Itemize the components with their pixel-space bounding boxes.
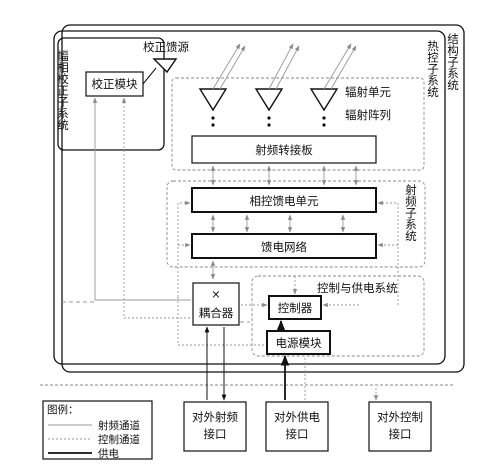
amp-phase-subsystem-label: 幅相校正子系统 (56, 50, 70, 131)
antenna-element-icon (309, 88, 339, 112)
antenna-element-1 (198, 43, 246, 112)
controller-label: 控制器 (278, 301, 313, 315)
rf-subsystem-label: 射频子系统 (404, 183, 418, 241)
radiating-array-label: 辐射阵列 (345, 108, 391, 122)
amp-phase-subsystem-frame (57, 37, 165, 151)
external-control-interface-label-1: 对外控制 (377, 410, 423, 424)
antenna-element-2 (254, 43, 300, 112)
control-power-system-label: 控制与供电系统 (317, 281, 398, 295)
coupler-mark: × (211, 287, 221, 301)
legend-control-label: 控制通道 (98, 433, 140, 446)
calibration-module-label: 校正模块 (92, 77, 138, 91)
external-rf-interface-label-2: 接口 (204, 427, 227, 441)
rf-subsystem-region (166, 180, 426, 268)
external-power-interface-label-1: 对外供电 (274, 410, 320, 424)
power-module-label: 电源模块 (276, 336, 322, 350)
structure-subsystem-frame (61, 24, 465, 373)
calibration-module-box (85, 71, 144, 97)
calibration-feed-label: 校正馈源 (143, 40, 189, 54)
coupler-box (192, 282, 240, 326)
controller-box (268, 295, 322, 320)
external-power-interface-box (265, 401, 329, 452)
coupler-label: 耦合器 (199, 306, 234, 320)
external-power-interface-label-2: 接口 (286, 427, 309, 441)
legend-rf-label: 射频通道 (98, 419, 140, 432)
power-module-box (266, 330, 331, 355)
legend-power-label: 供电 (98, 447, 119, 460)
feed-network-label: 馈电网络 (261, 240, 307, 254)
antenna-element-icon (254, 88, 284, 112)
thermal-subsystem-label: 热控子系统 (426, 40, 440, 98)
calibration-feed-icon (152, 58, 178, 74)
external-control-interface-label-2: 接口 (389, 427, 412, 441)
legend-box (42, 400, 153, 460)
rf-adapter-board-label: 射频转接板 (255, 143, 313, 157)
calibration-feed-link (142, 67, 157, 85)
rf-adapter-board-box (191, 135, 377, 164)
thermal-subsystem-frame (53, 30, 446, 365)
external-rf-interface-box (183, 401, 247, 452)
structure-subsystem-label: 结构子系统 (446, 33, 460, 91)
radiating-array-region (171, 77, 425, 171)
antenna-element-icon (198, 88, 228, 112)
radiating-unit-label: 辐射单元 (345, 85, 391, 99)
external-rf-interface-label-1: 对外射频 (192, 410, 238, 424)
feed-network-box (191, 233, 377, 259)
external-control-interface-box (368, 401, 432, 452)
phase-feed-unit-box (191, 187, 377, 213)
legend-title: 图例： (47, 403, 79, 416)
control-power-system-region (251, 275, 425, 357)
phase-feed-unit-label: 相控馈电单元 (250, 194, 319, 208)
antenna-element-3 (309, 43, 357, 112)
